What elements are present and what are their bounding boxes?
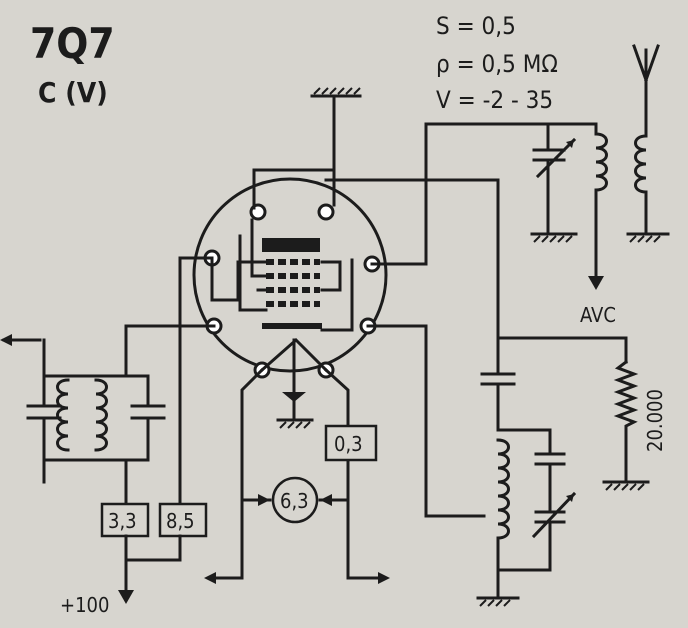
resistor-2-label: 8,5 [166, 509, 195, 533]
param-s: S = 0,5 [436, 12, 516, 40]
anode-plate [262, 238, 320, 252]
param-rho: ρ = 0,5 MΩ [436, 50, 558, 78]
resistor-box-2: 8,5 [158, 502, 208, 538]
ground-top [310, 87, 362, 172]
grid-electrodes [266, 259, 320, 307]
supply-label: +100 [60, 593, 109, 617]
tube-class-label: C (V) [38, 76, 108, 109]
antenna-coil-network [530, 44, 670, 290]
heater-voltage-label: 6,3 [280, 489, 309, 513]
pin [317, 203, 335, 221]
if-transformer [0, 256, 216, 604]
avc-label: AVC [580, 303, 616, 327]
resistor-box-1: 3,3 [100, 502, 150, 538]
param-v: V = -2 - 35 [436, 86, 553, 114]
tube-envelope [192, 168, 388, 379]
heater-filament [259, 337, 329, 373]
resistor-1-label: 3,3 [108, 509, 137, 533]
heater-current-label: 0,3 [334, 432, 363, 456]
ground-cathode [276, 338, 314, 429]
resistor-value-label: 20.000 [643, 389, 667, 452]
heater-wiring: 6,3 0,3 [204, 367, 390, 584]
tube-type-label: 7Q7 [30, 19, 115, 68]
resistor-network [366, 324, 650, 607]
